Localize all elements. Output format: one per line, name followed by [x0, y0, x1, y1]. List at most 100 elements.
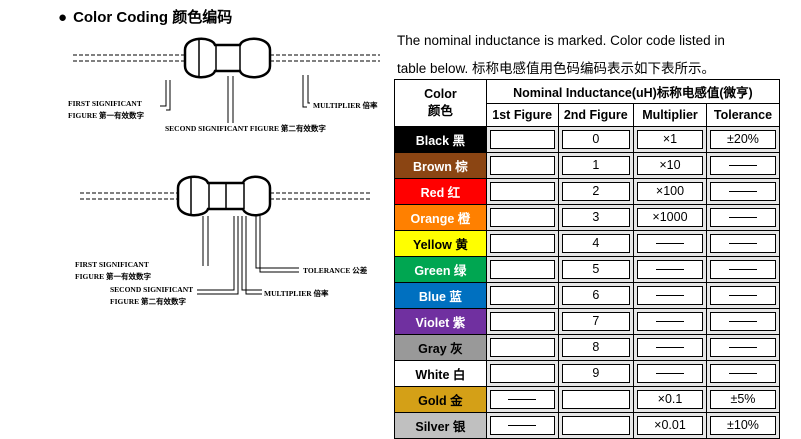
- multiplier-label: MULTIPLIER 倍率: [313, 100, 378, 110]
- color-name-cell: Orange 橙: [394, 204, 487, 231]
- second-significant-label: SECOND SIGNIFICANT FIGURE 第二有效数字: [165, 123, 326, 133]
- second-figure-value: [561, 390, 631, 409]
- dash-mark: [728, 321, 757, 323]
- dash-mark: [655, 269, 684, 271]
- multiplier-cell: [633, 308, 707, 335]
- first-significant-label: FIRST SIGNIFICANT: [68, 99, 142, 108]
- multiplier-cell: ×100: [633, 178, 707, 205]
- tolerance-cell: [705, 178, 781, 205]
- lead-wire-right: [270, 54, 380, 62]
- dash-mark: [728, 295, 757, 297]
- first-figure-cell: [485, 334, 559, 361]
- dash-mark: [728, 243, 757, 245]
- dash-mark: [655, 373, 684, 375]
- tolerance-value: [709, 286, 776, 305]
- second-figure-cell: 3: [557, 204, 635, 231]
- multiplier-value: [637, 260, 703, 279]
- inductor-body: [176, 175, 272, 217]
- multiplier-value: [637, 234, 703, 253]
- tolerance-cell: [705, 308, 781, 335]
- multiplier-value: [637, 338, 703, 357]
- color-name-cell: Green 绿: [394, 256, 487, 283]
- tolerance-label: TOLERANCE 公差: [303, 265, 368, 275]
- first-figure-value: [489, 390, 555, 409]
- second-figure-value: [561, 416, 631, 435]
- tolerance-cell: ±5%: [705, 386, 781, 413]
- header-second-figure: 2nd Figure: [557, 102, 635, 127]
- color-name-cell: Gray 灰: [394, 334, 487, 361]
- second-figure-value: 6: [561, 286, 631, 305]
- tolerance-value: [709, 234, 776, 253]
- leader-lines: [197, 216, 299, 295]
- dash-mark: [655, 321, 684, 323]
- multiplier-value: ×100: [637, 182, 703, 201]
- multiplier-label: MULTIPLIER 倍率: [264, 288, 329, 298]
- first-figure-cell: [485, 152, 559, 179]
- table-row: Yellow 黄 4: [394, 230, 781, 257]
- second-figure-cell: 4: [557, 230, 635, 257]
- tolerance-value: [709, 156, 776, 175]
- multiplier-value: ×1: [637, 130, 703, 149]
- second-figure-cell: 0: [557, 126, 635, 153]
- header-color-en: Color: [424, 87, 457, 101]
- first-figure-value: [489, 312, 555, 331]
- first-figure-value: [489, 130, 555, 149]
- color-name-cell: Blue 蓝: [394, 282, 487, 309]
- tolerance-value: [709, 208, 776, 227]
- first-figure-value: [489, 338, 555, 357]
- tolerance-cell: ±10%: [705, 412, 781, 439]
- bullet-icon: ●: [58, 9, 68, 26]
- dash-mark: [728, 217, 757, 219]
- dash-mark: [728, 191, 757, 193]
- tolerance-value: [709, 312, 776, 331]
- tolerance-cell: [705, 334, 781, 361]
- table-row: Silver 银 ×0.01±10%: [394, 412, 781, 439]
- second-figure-cell: [557, 412, 635, 439]
- tolerance-cell: ±20%: [705, 126, 781, 153]
- multiplier-cell: ×1: [633, 126, 707, 153]
- color-name-cell: Gold 金: [394, 386, 487, 413]
- multiplier-cell: ×0.01: [633, 412, 707, 439]
- tolerance-value: [709, 338, 776, 357]
- lead-wire-right: [270, 192, 370, 200]
- tolerance-cell: [705, 204, 781, 231]
- multiplier-value: [637, 312, 703, 331]
- second-figure-value: 8: [561, 338, 631, 357]
- second-figure-value: 1: [561, 156, 631, 175]
- color-name-cell: Yellow 黄: [394, 230, 487, 257]
- dash-mark: [728, 347, 757, 349]
- first-figure-value: [489, 156, 555, 175]
- first-figure-value: [489, 260, 555, 279]
- inductor-diagram-2: FIRST SIGNIFICANT FIGURE 第一有效数字 SECOND S…: [75, 175, 370, 306]
- second-significant-label: SECOND SIGNIFICANT: [110, 285, 193, 294]
- color-name-cell: Brown 棕: [394, 152, 487, 179]
- multiplier-cell: [633, 230, 707, 257]
- header-nominal-inductance: Nominal Inductance(uH)标称电感值(微亨): [485, 79, 781, 104]
- first-figure-cell: [485, 412, 559, 439]
- lead-wire-left: [80, 192, 178, 200]
- second-figure-cell: 5: [557, 256, 635, 283]
- tolerance-cell: [705, 152, 781, 179]
- multiplier-value: ×0.01: [637, 416, 703, 435]
- intro-line-1: The nominal inductance is marked. Color …: [397, 33, 725, 48]
- first-figure-value: [489, 416, 555, 435]
- color-name-cell: Red 红: [394, 178, 487, 205]
- title-text: Color Coding 颜色编码: [73, 9, 233, 26]
- tolerance-cell: [705, 360, 781, 387]
- table-row: Blue 蓝 6: [394, 282, 781, 309]
- first-significant-label-2: FIGURE 第一有效数字: [68, 110, 145, 120]
- multiplier-cell: ×10: [633, 152, 707, 179]
- tolerance-value: [709, 260, 776, 279]
- second-figure-cell: 9: [557, 360, 635, 387]
- inductor-diagram-1: FIRST SIGNIFICANT FIGURE 第一有效数字 SECOND S…: [68, 37, 380, 133]
- second-figure-cell: 7: [557, 308, 635, 335]
- color-name-cell: Silver 银: [394, 412, 487, 439]
- dash-mark: [508, 425, 537, 427]
- header-first-figure: 1st Figure: [485, 102, 559, 127]
